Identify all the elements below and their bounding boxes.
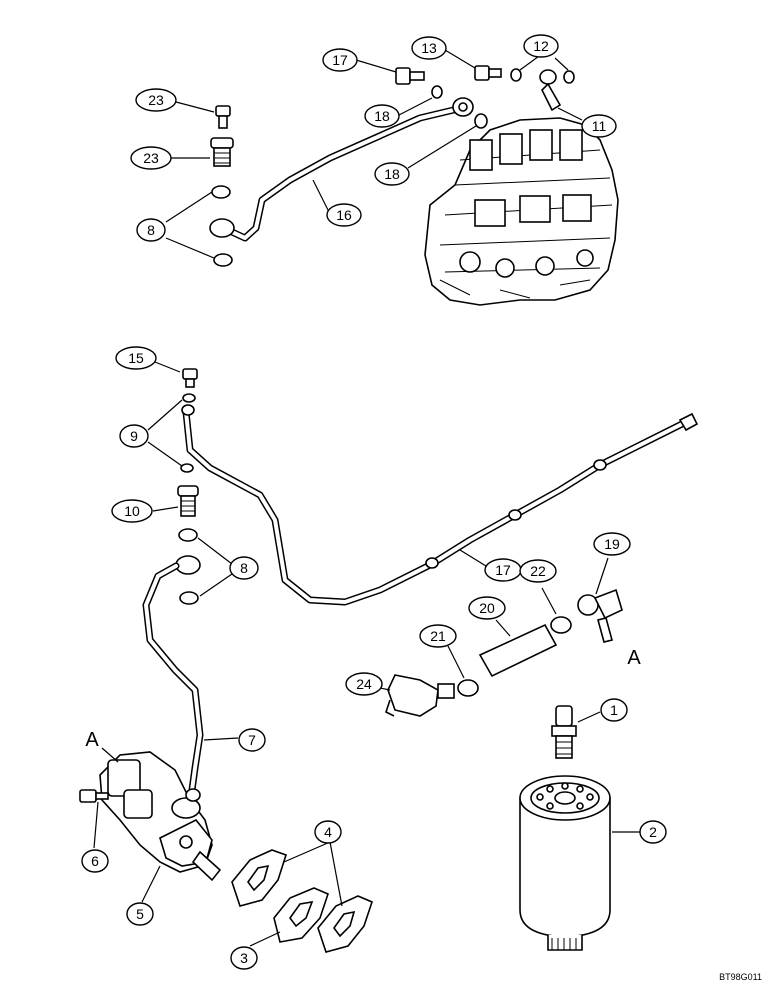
- callout-17: 17: [322, 48, 358, 72]
- svg-text:2: 2: [649, 824, 657, 840]
- washer-8a: [211, 185, 231, 199]
- gasket-4b: [317, 895, 373, 953]
- callout-6: 6: [81, 849, 109, 873]
- svg-text:18: 18: [384, 166, 400, 182]
- filter-nipple-1: [551, 705, 577, 759]
- washer-8c: [178, 528, 198, 542]
- reference-letter-a-fitting: A: [627, 647, 641, 669]
- svg-text:8: 8: [147, 222, 155, 238]
- hose-clamp-23a: [457, 679, 479, 697]
- callout-11: 15: [115, 346, 157, 370]
- reference-letter-a-pump: A: [85, 729, 99, 751]
- svg-text:8: 8: [240, 560, 248, 576]
- svg-text:15: 15: [128, 350, 144, 366]
- fuel-filter-2: [519, 775, 611, 951]
- callout-21: 19: [593, 532, 631, 556]
- screw-11: [182, 368, 198, 388]
- washer-9b: [180, 463, 194, 473]
- svg-text:11: 11: [592, 118, 607, 134]
- svg-text:4: 4: [324, 824, 332, 840]
- callout-label: 17: [332, 52, 348, 68]
- callout-23a: 21: [419, 624, 457, 648]
- fuel-tube-16: [228, 104, 466, 242]
- svg-text:17: 17: [495, 562, 511, 578]
- leader-lines: [93, 47, 640, 947]
- washer-8b: [213, 253, 233, 267]
- callout-9: 9: [119, 424, 149, 448]
- svg-text:10: 10: [124, 503, 140, 519]
- callout-13: 11: [581, 114, 617, 138]
- svg-text:24: 24: [356, 676, 372, 692]
- callout-8-lower: 8: [229, 556, 259, 580]
- svg-text:20: 20: [479, 600, 495, 616]
- tube-end: [678, 412, 699, 432]
- svg-text:22: 22: [530, 563, 546, 579]
- elbow-fitting-21: [577, 588, 623, 643]
- callout-7: 7: [238, 728, 266, 752]
- callout-10: 10: [111, 499, 153, 523]
- bolt-15: [474, 65, 502, 81]
- fuel-tube-7: [142, 562, 204, 794]
- banjo-fitting-13: [539, 69, 562, 112]
- callout-18a: 18: [364, 104, 400, 128]
- svg-text:16: 16: [336, 207, 352, 223]
- svg-text:18: 18: [374, 108, 390, 124]
- tube-clip-2: [508, 509, 522, 521]
- callout-1: 1: [600, 698, 628, 722]
- svg-text:19: 19: [604, 536, 620, 552]
- washer-14b: [563, 70, 575, 84]
- banjo-eye-middle: [181, 404, 195, 416]
- svg-text:9: 9: [130, 428, 138, 444]
- callout-24: 24: [345, 672, 383, 696]
- callout-4: 4: [314, 820, 342, 844]
- svg-text:13: 13: [421, 40, 437, 56]
- callout-12: 17: [484, 558, 522, 582]
- fuel-hose-22: [478, 623, 558, 678]
- figure-code: BT98G011: [719, 972, 762, 982]
- callout-20: 23: [135, 88, 177, 112]
- callout-23b: 22: [519, 559, 557, 583]
- bolt-17: [395, 67, 425, 85]
- fuel-tube-12: [182, 408, 694, 606]
- gasket-3: [273, 887, 329, 943]
- svg-text:21: 21: [430, 628, 446, 644]
- hose-clamp-23b: [550, 616, 572, 634]
- svg-text:7: 7: [248, 732, 256, 748]
- banjo-eye-upper: [209, 218, 235, 238]
- svg-text:12: 12: [533, 38, 549, 54]
- banjo-bolt-10: [177, 485, 199, 517]
- callout-18b: 18: [374, 162, 410, 186]
- svg-text:1: 1: [610, 702, 618, 718]
- banjo-bolt-19: [210, 137, 234, 167]
- callout-19: 23: [130, 146, 172, 170]
- callout-15: 13: [411, 36, 447, 60]
- callout-16: 16: [326, 203, 362, 227]
- callout-3: 3: [230, 946, 258, 970]
- banjo-eye-lower: [175, 555, 201, 575]
- callout-8-upper: 8: [136, 218, 166, 242]
- screw-20: [215, 105, 231, 129]
- svg-text:23: 23: [148, 92, 164, 108]
- washer-9a: [182, 393, 196, 403]
- washer-18a: [431, 85, 443, 99]
- washer-8d: [179, 591, 199, 605]
- svg-text:6: 6: [91, 853, 99, 869]
- svg-text:3: 3: [240, 950, 248, 966]
- callout-14: 12: [523, 34, 559, 58]
- tube-clip-1: [425, 557, 439, 569]
- lift-pump: [99, 751, 222, 882]
- gasket-4a: [231, 849, 287, 907]
- inline-fuel-filter-24: [385, 674, 455, 717]
- washer-18b: [474, 113, 488, 129]
- svg-text:23: 23: [143, 150, 159, 166]
- callout-22: 20: [468, 596, 506, 620]
- bolt-6: [79, 789, 109, 803]
- injection-pump: [424, 117, 619, 306]
- callout-5: 5: [126, 902, 154, 926]
- washer-14a: [510, 68, 522, 82]
- svg-text:5: 5: [136, 906, 144, 922]
- callout-2: 2: [639, 820, 667, 844]
- tube-clip-3: [593, 459, 607, 471]
